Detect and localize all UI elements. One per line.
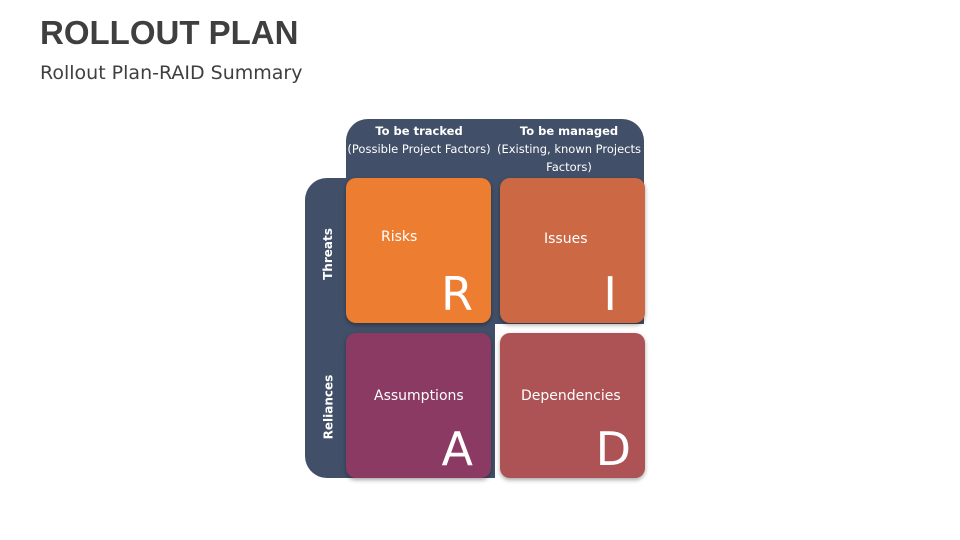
column-header-subtitle: (Existing, known Projects Factors) <box>496 142 642 174</box>
column-header-managed: To be managed (Existing, known Projects … <box>496 122 642 176</box>
raid-cell-dependencies: Dependencies D <box>500 333 645 478</box>
page-title: ROLLOUT PLAN <box>40 14 299 51</box>
row-header-label: Reliances <box>321 374 336 440</box>
column-header-subtitle: (Possible Project Factors) <box>347 142 491 156</box>
column-header-title: To be tracked <box>375 124 463 138</box>
cell-letter: A <box>441 422 473 476</box>
cell-label: Issues <box>544 231 588 247</box>
cell-letter: R <box>441 267 473 321</box>
raid-cell-assumptions: Assumptions A <box>346 333 491 478</box>
cell-label: Assumptions <box>374 388 464 404</box>
column-header-title: To be managed <box>519 124 619 138</box>
cell-label: Dependencies <box>521 388 621 404</box>
cell-letter: I <box>603 267 617 321</box>
column-header-tracked: To be tracked (Possible Project Factors) <box>346 122 492 158</box>
raid-cell-issues: Issues I <box>500 178 645 323</box>
raid-cell-risks: Risks R <box>346 178 491 323</box>
cell-label: Risks <box>381 229 418 245</box>
cell-letter: D <box>595 422 631 476</box>
row-header-reliances: Reliances <box>305 333 351 481</box>
row-header-threats: Threats <box>305 180 351 328</box>
row-header-label: Threats <box>321 228 336 280</box>
page-subtitle: Rollout Plan-RAID Summary <box>40 62 303 84</box>
